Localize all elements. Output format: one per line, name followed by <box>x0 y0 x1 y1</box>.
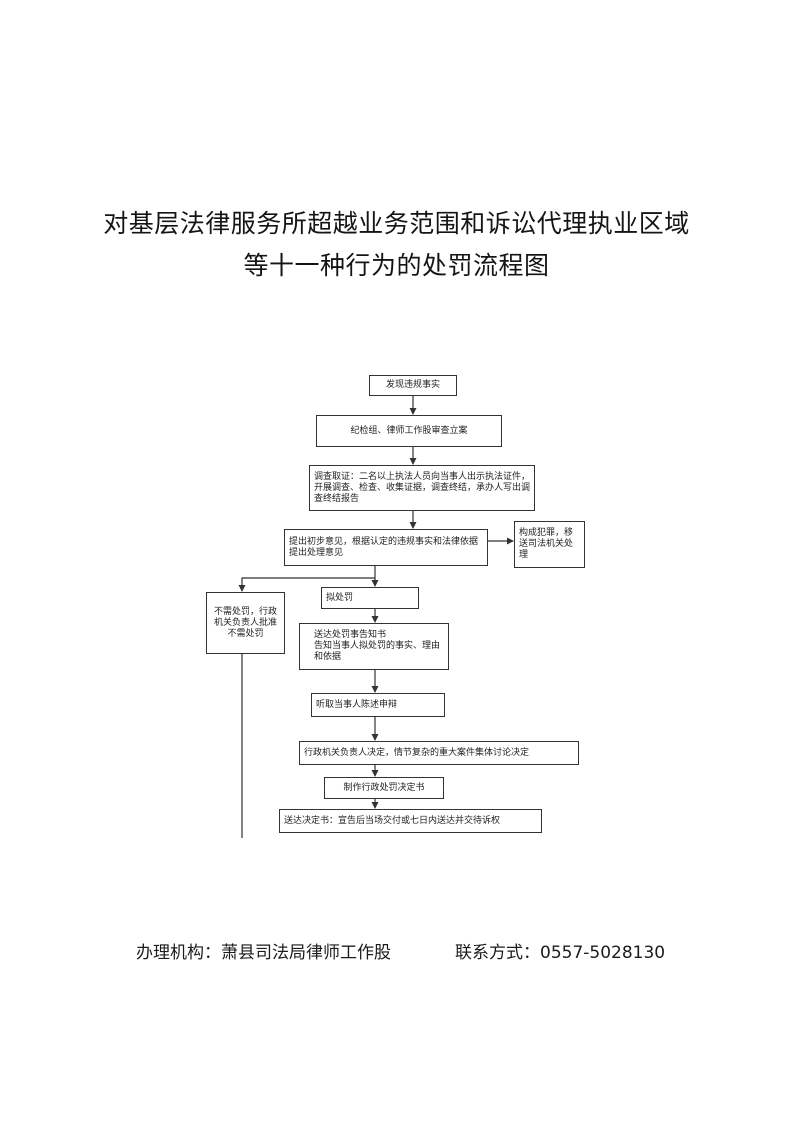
node-propose-penalty: 拟处罚 <box>321 587 419 609</box>
arrow-preliminary-to-branches <box>238 566 376 592</box>
node-discover-violation: 发现违规事实 <box>369 375 457 396</box>
page-title-line-1: 对基层法律服务所超越业务范围和诉讼代理执业区域 <box>103 209 690 238</box>
node-register-case: 纪检组、律师工作股审查立案 <box>316 415 502 447</box>
node-crime-transfer: 构成犯罪，移送司法机关处理 <box>514 521 585 568</box>
node-deliver-decision: 送达决定书：宣告后当场交付或七日内送达并交待诉权 <box>279 809 542 833</box>
node-hear-statement: 听取当事人陈述申辩 <box>311 693 445 717</box>
handling-agency: 办理机构：萧县司法局律师工作股 <box>136 943 391 963</box>
node-no-penalty: 不需处罚，行政机关负责人批准不需处罚 <box>206 592 285 654</box>
node-decision: 行政机关负责人决定，情节复杂的重大案件集体讨论决定 <box>299 741 579 765</box>
node-investigate: 调查取证：二名以上执法人员向当事人出示执法证件，开展调查、检查、收集证据，调查终… <box>309 465 535 511</box>
node-make-decision-document: 制作行政处罚决定书 <box>324 777 444 799</box>
page-title-line-2: 等十一种行为的处罚流程图 <box>243 251 550 280</box>
node-preliminary-opinion: 提出初步意见，根据认定的违规事实和法律依据提出处理意见 <box>284 529 488 566</box>
contact-info: 联系方式：0557-5028130 <box>455 943 666 963</box>
node-notify: 送达处罚事告知书 告知当事人拟处罚的事实、理由和依据 <box>299 623 449 670</box>
